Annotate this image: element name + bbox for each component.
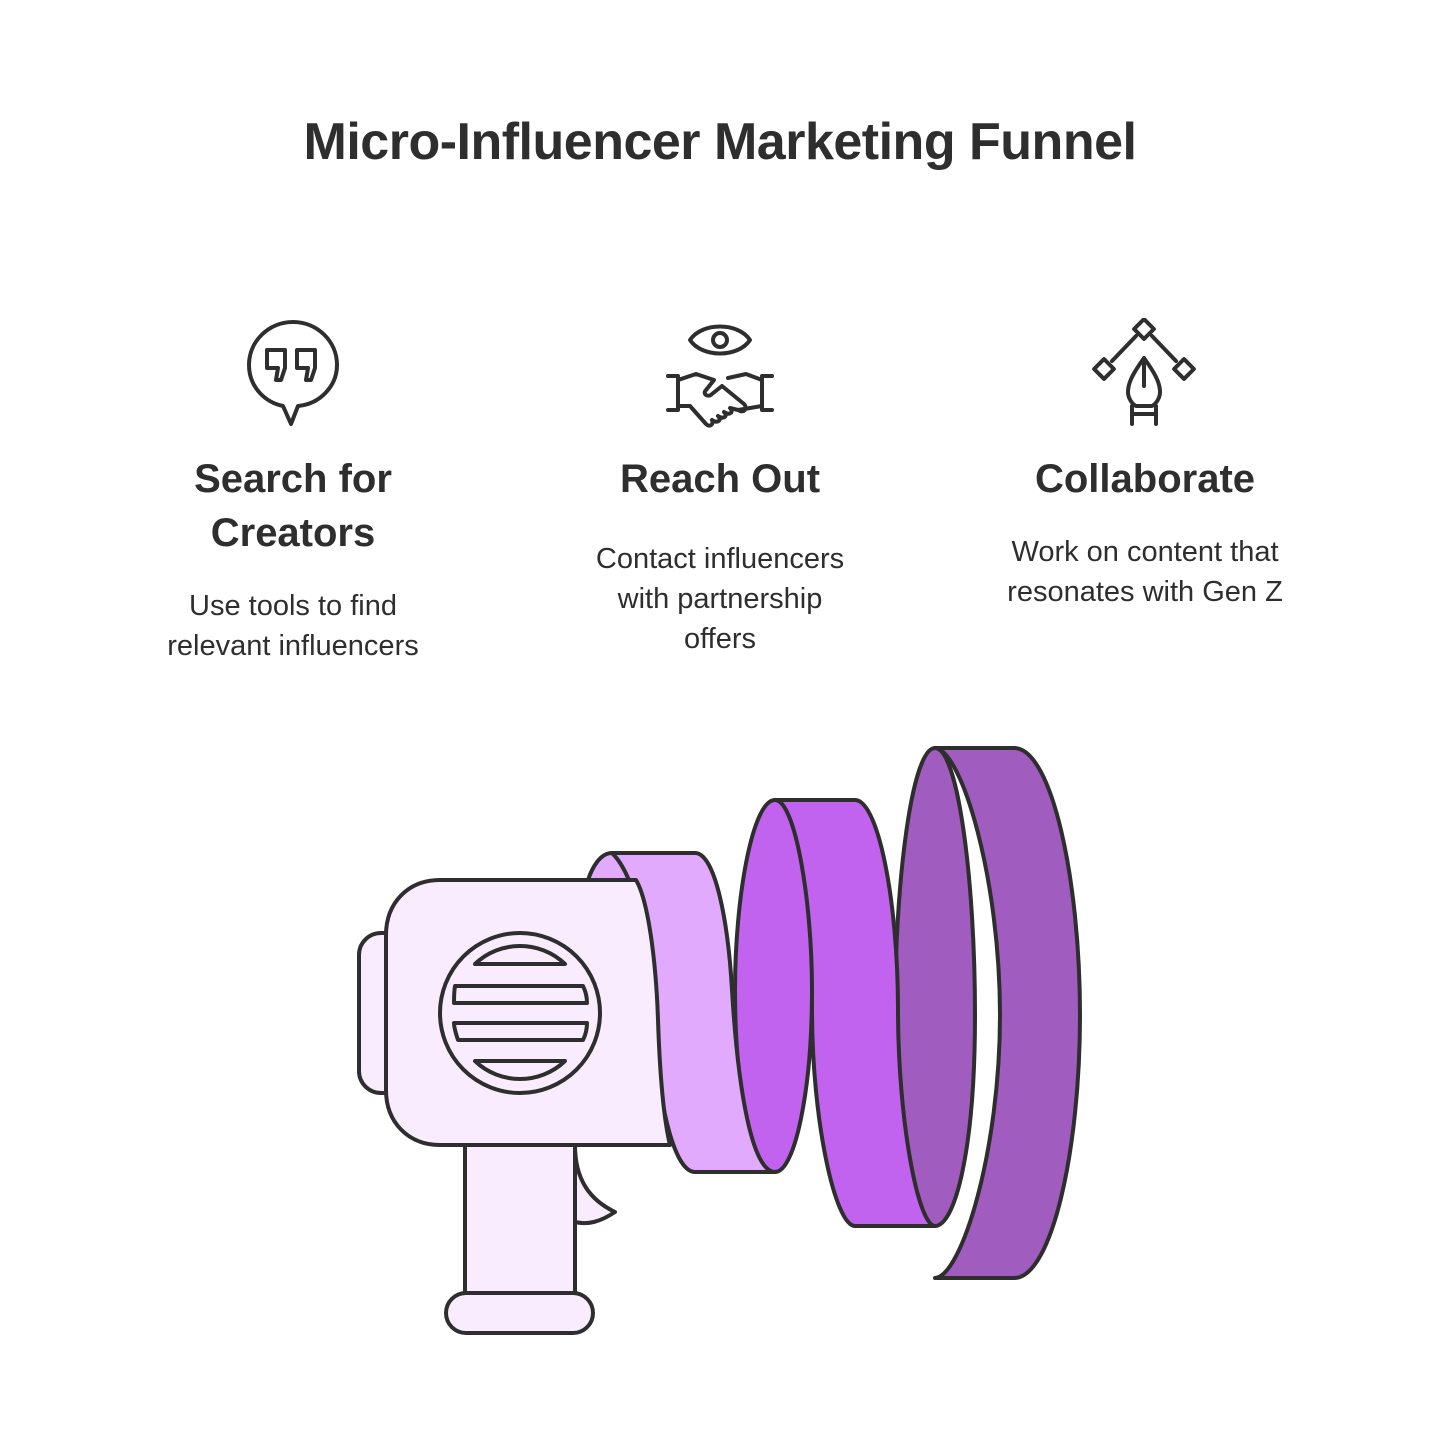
step-heading: Collaborate [975,452,1315,506]
step-description-line: Work on content that [1011,536,1279,568]
quote-bubble-icon [247,320,339,426]
step-heading: Reach Out [560,452,880,506]
funnel-ring-1 [586,851,777,1174]
step-description-line: with partnership [617,583,823,615]
step-description-line: resonates with Gen Z [1007,576,1283,608]
step-description: Work on content that resonates with Gen … [975,532,1315,612]
step-heading-line: Search for [194,457,392,501]
funnel-ring-2 [733,798,937,1228]
step-heading-line: Collaborate [1034,457,1256,501]
step-description-line: Contact influencers [595,543,845,575]
speaker-grille-icon [438,931,602,1095]
page-title: Micro-Influencer Marketing Funnel [303,113,1137,171]
step-description-line: relevant influencers [167,630,419,662]
pen-tool-vector-icon [1092,318,1196,426]
eye-handshake-icon [666,324,774,428]
step-heading: Search for Creators [133,452,453,560]
step-description-line: Use tools to find [189,590,397,622]
step-heading-line: Reach Out [619,457,821,501]
megaphone-funnel-illustration [357,746,1082,1335]
step-heading-line: Creators [210,511,376,555]
step-description: Use tools to find relevant influencers [133,586,453,666]
funnel-ring-3 [893,746,1082,1280]
step-description: Contact influencers with partnership off… [560,539,880,659]
step-description-line: offers [683,623,756,655]
megaphone-handle [444,1138,617,1335]
